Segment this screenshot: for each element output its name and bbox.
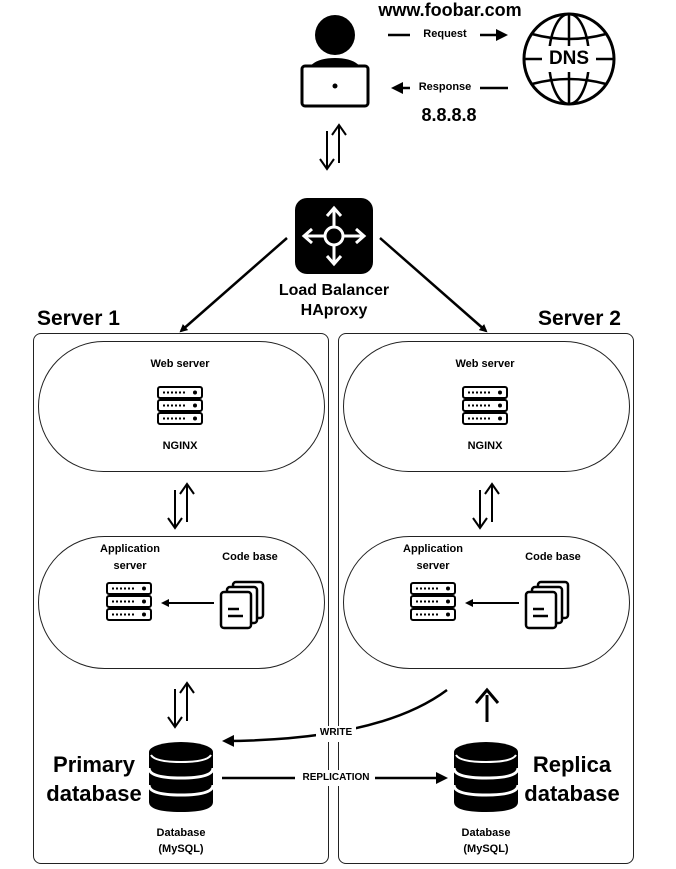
response-label: Response bbox=[410, 81, 480, 93]
server2-web-server-label: Web server bbox=[455, 358, 515, 370]
replica-up-arrow bbox=[474, 687, 500, 722]
primary-database-icon bbox=[147, 740, 215, 814]
request-label: Request bbox=[410, 28, 480, 40]
server2-title: Server 2 bbox=[538, 307, 621, 330]
server1-code-base-label: Code base bbox=[222, 551, 278, 563]
server2-code-base-label: Code base bbox=[525, 551, 581, 563]
server1-web-app-arrows bbox=[167, 483, 195, 529]
server1-db-label-1: Database bbox=[156, 827, 206, 839]
server1-app-server-label-1: Application bbox=[100, 543, 160, 555]
server1-app-server-label-2: server bbox=[113, 560, 147, 572]
server2-code-base-icon bbox=[524, 580, 570, 630]
server1-db-label-2: (MySQL) bbox=[158, 843, 204, 855]
server2-app-server-icon bbox=[410, 582, 456, 621]
user-lb-arrows bbox=[319, 124, 347, 170]
user-laptop-icon bbox=[300, 15, 370, 108]
write-label: WRITE bbox=[319, 727, 353, 738]
server2-nginx-label: NGINX bbox=[467, 440, 503, 452]
domain-label: www.foobar.com bbox=[378, 0, 522, 20]
write-arrow bbox=[222, 688, 448, 747]
primary-db-role-2: database bbox=[46, 781, 142, 806]
replica-database-icon bbox=[452, 740, 520, 814]
server2-app-server-label-2: server bbox=[416, 560, 450, 572]
server1-web-server-label: Web server bbox=[150, 358, 210, 370]
server1-app-db-arrows bbox=[167, 682, 195, 728]
server2-app-server-label-1: Application bbox=[403, 543, 463, 555]
lb-to-server1-arrow bbox=[179, 237, 288, 333]
server1-app-server-icon bbox=[106, 582, 152, 621]
replica-db-role-1: Replica bbox=[532, 752, 612, 777]
server1-container bbox=[33, 333, 329, 864]
server1-nginx-label: NGINX bbox=[162, 440, 198, 452]
server2-db-label-1: Database bbox=[461, 827, 511, 839]
server1-web-server-icon bbox=[157, 386, 203, 425]
globe-icon bbox=[522, 12, 616, 106]
replication-label: REPLICATION bbox=[302, 772, 370, 783]
ip-label: 8.8.8.8 bbox=[421, 105, 477, 125]
server2-web-app-arrows bbox=[472, 483, 500, 529]
server2-container bbox=[338, 333, 634, 864]
load-balancer-icon bbox=[295, 198, 373, 274]
server2-web-server-icon bbox=[462, 386, 508, 425]
dns-label: DNS bbox=[548, 48, 590, 69]
load-balancer-title: Load Balancer bbox=[278, 282, 390, 299]
replica-db-role-2: database bbox=[524, 781, 620, 806]
server2-db-label-2: (MySQL) bbox=[463, 843, 509, 855]
load-balancer-subtitle: HAproxy bbox=[300, 302, 368, 319]
server1-title: Server 1 bbox=[37, 307, 120, 330]
server1-code-base-icon bbox=[219, 580, 265, 630]
lb-to-server2-arrow bbox=[379, 237, 488, 333]
primary-db-role-1: Primary bbox=[53, 752, 135, 777]
